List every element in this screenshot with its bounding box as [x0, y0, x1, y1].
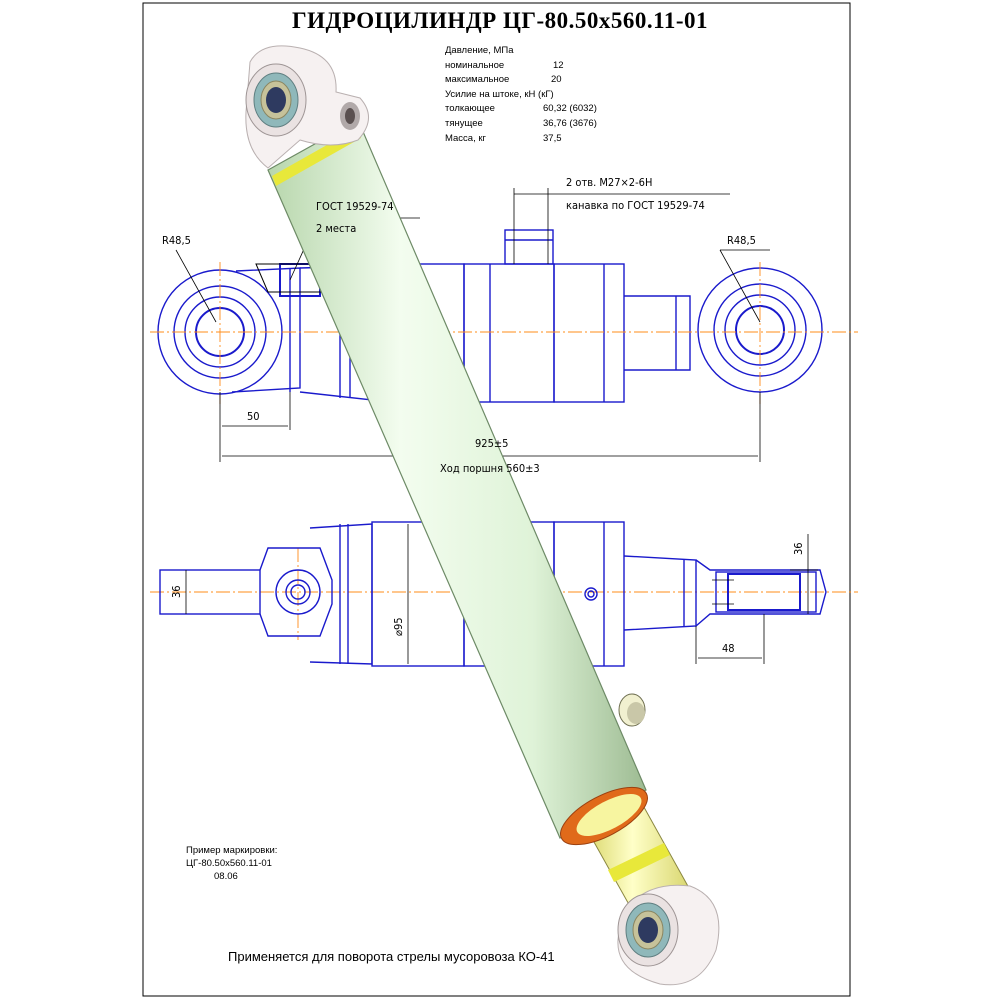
- sheet-frame: [142, 2, 851, 997]
- max-value: 20: [551, 74, 562, 86]
- marking-block: Пример маркировки: ЦГ-80.50х560.11-01 08…: [186, 844, 277, 883]
- usage-note: Применяется для поворота стрелы мусорово…: [228, 949, 555, 964]
- marking-code: ЦГ-80.50х560.11-01: [186, 858, 272, 869]
- dim-95-label: ⌀95: [392, 617, 405, 636]
- max-label: максимальное: [445, 74, 510, 86]
- nominal-label: номинальное: [445, 59, 505, 71]
- cylinder-3d: [245, 45, 720, 986]
- dim-925-label: 925±5: [475, 437, 508, 450]
- cylinder-port: [618, 693, 646, 727]
- places-label: 2 места: [316, 222, 356, 235]
- mass-value: 37,5: [543, 132, 562, 144]
- mass-label: Масса, кг: [445, 132, 486, 144]
- radius-right-label: R48,5: [727, 234, 756, 247]
- dim-50-label: 50: [247, 410, 260, 423]
- annotation-texts: ГОСТ 19529-74 2 места 2 отв. М27×2-6Н ка…: [162, 176, 805, 655]
- groove-label: канавка по ГОСТ 19529-74: [566, 199, 705, 212]
- push-value: 60,32 (6032): [543, 103, 597, 115]
- force-header: Усилие на штоке, кН (кГ): [445, 88, 554, 100]
- push-label: толкающее: [445, 103, 495, 115]
- radius-left-label: R48,5: [162, 234, 191, 247]
- top-view: [157, 229, 823, 403]
- dim-36-left-label: 36: [170, 585, 183, 598]
- rod-band: [608, 843, 670, 882]
- pull-label: тянущее: [445, 117, 483, 129]
- marking-date: 08.06: [214, 871, 238, 882]
- spec-block: Давление, МПа номинальное 12 максимальное…: [445, 44, 597, 146]
- holes-label: 2 отв. М27×2-6Н: [566, 176, 652, 189]
- drawing-title: ГИДРОЦИЛИНДР ЦГ-80.50х560.11-01: [291, 8, 709, 33]
- nominal-value: 12: [553, 59, 564, 71]
- cylinder-top-eye: [245, 45, 369, 169]
- marking-header: Пример маркировки:: [186, 845, 278, 856]
- cylinder-bottom-eye: [617, 884, 720, 986]
- pressure-header: Давление, МПа: [445, 45, 514, 56]
- stroke-label: Ход поршня 560±3: [440, 462, 540, 475]
- side-dimensions: [185, 524, 818, 664]
- dim-48-label: 48: [722, 642, 735, 655]
- dim-36-right-label: 36: [792, 542, 805, 555]
- pull-value: 36,76 (3676): [543, 117, 597, 129]
- gost-left-label: ГОСТ 19529-74: [316, 200, 394, 213]
